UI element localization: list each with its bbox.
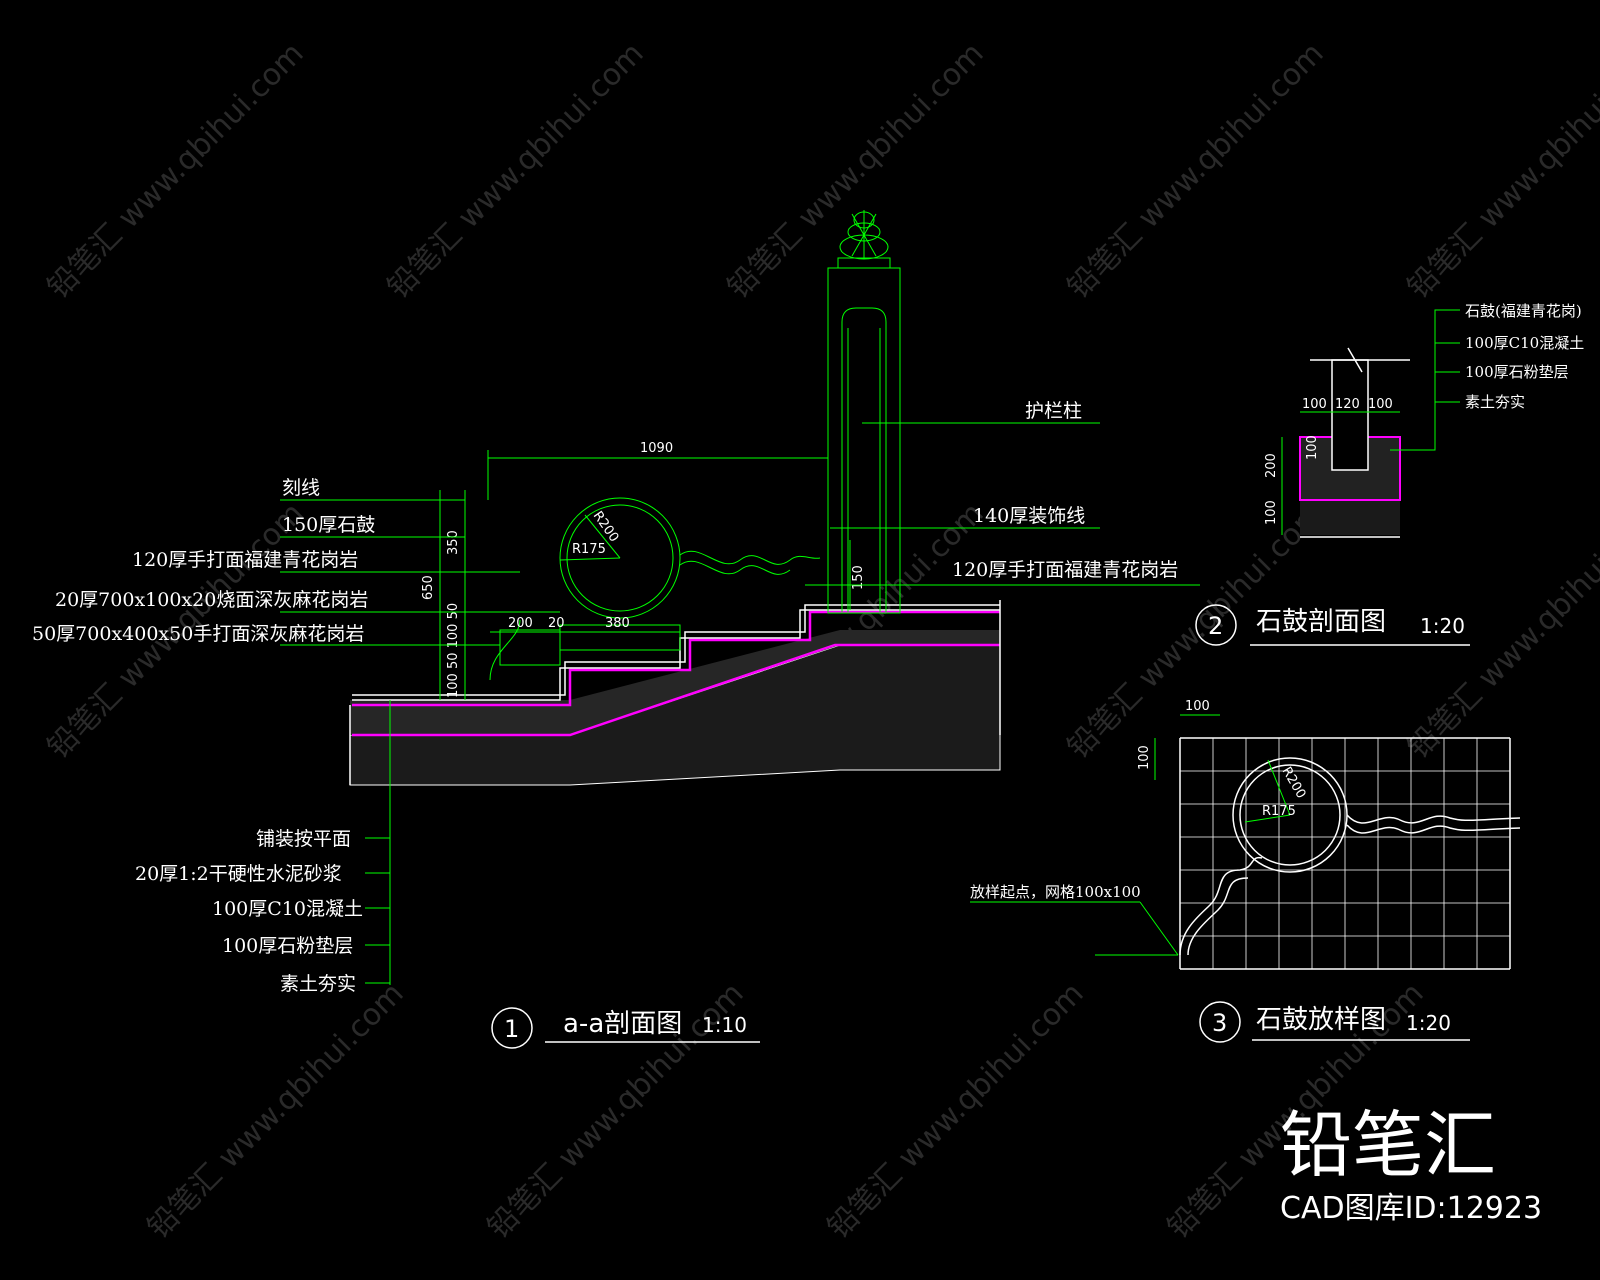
bottom-leaders <box>365 837 390 984</box>
title-2-name: 石鼓剖面图 <box>1256 607 1386 637</box>
d2-label-concrete: 100厚C10混凝土 <box>1465 334 1584 352</box>
mortar-layer-line <box>352 610 1000 707</box>
dim-650: 650 <box>421 575 436 600</box>
stone-drum-inner <box>566 504 674 612</box>
layout-grid <box>1179 737 1511 970</box>
d2-dim-100a: 100 <box>1302 397 1327 412</box>
d2-label-soil: 素土夯实 <box>1465 393 1525 411</box>
d2-leader-bundle <box>1390 309 1460 451</box>
label-compacted-soil: 素土夯实 <box>280 973 356 995</box>
watermark-tile: 铅笔汇 www.qbihui.com <box>1061 36 1331 306</box>
d3-start-note: 放样起点，网格100x100 <box>970 883 1141 901</box>
watermark-tile: 铅笔汇 www.qbihui.com <box>41 36 311 306</box>
d3-dim-r175: R175 <box>1262 804 1296 819</box>
left-leaders <box>280 499 560 646</box>
title-2-number: 2 <box>1208 612 1223 640</box>
label-120-granite-right: 120厚手打面福建青花岗岩 <box>952 559 1178 581</box>
d2-powder-fill <box>1300 500 1400 535</box>
wavy-decor-line <box>679 550 821 565</box>
label-20-granite: 20厚700x100x20烧面深灰麻花岗岩 <box>55 589 368 611</box>
stone-drum-outer <box>559 497 681 619</box>
dim-380: 380 <box>605 616 630 631</box>
label-120-granite: 120厚手打面福建青花岗岩 <box>132 549 358 571</box>
d3-dim-r200: R200 <box>1279 765 1309 802</box>
watermark-tile: 铅笔汇 www.qbihui.com <box>141 976 411 1246</box>
d2-label-drum: 石鼓(福建青花岗) <box>1465 302 1582 320</box>
d3-wavy-2 <box>1346 824 1521 834</box>
d2-label-powder: 100厚石粉垫层 <box>1465 363 1569 381</box>
column-finial <box>837 210 891 269</box>
title-2-scale: 1:20 <box>1420 614 1465 638</box>
drum-tail-curve <box>489 619 521 681</box>
dim-r175: R175 <box>572 542 606 557</box>
d3-tail-2 <box>1187 877 1249 956</box>
label-150-drum: 150厚石鼓 <box>282 514 375 536</box>
drawing-1-section: R200 R175 1090 650 350 100 5 <box>32 210 1200 1049</box>
d2-drum-stem <box>1331 359 1369 471</box>
d2-dim-100c: 100 <box>1305 435 1320 460</box>
label-140-decor: 140厚装饰线 <box>973 505 1085 527</box>
column-panel-inner <box>847 328 881 612</box>
label-stone-powder: 100厚石粉垫层 <box>222 935 353 957</box>
d3-tail <box>1179 856 1263 956</box>
title-3-scale: 1:20 <box>1406 1011 1451 1035</box>
radius-line-2 <box>559 557 621 561</box>
label-guard-column: 护栏柱 <box>1025 400 1082 422</box>
d3-dim-100w: 100 <box>1185 699 1210 714</box>
label-50-granite: 50厚700x400x50手打面深灰麻花岗岩 <box>32 623 364 645</box>
title-3-name: 石鼓放样图 <box>1256 1005 1386 1035</box>
watermark-brand: 铅笔汇 <box>1280 1103 1496 1187</box>
title-3-number: 3 <box>1212 1009 1227 1037</box>
d2-break-line <box>1310 347 1410 373</box>
drum-side-block <box>499 629 561 666</box>
d2-dim-120: 120 <box>1335 397 1360 412</box>
title-1-number: 1 <box>504 1015 519 1043</box>
d3-radius <box>1267 759 1291 816</box>
d2-dim-100b: 100 <box>1368 397 1393 412</box>
label-concrete: 100厚C10混凝土 <box>212 898 363 920</box>
watermark-tile: 铅笔汇 www.qbihui.com <box>821 976 1091 1246</box>
watermark-id: CAD图库ID:12923 <box>1280 1191 1542 1226</box>
steps-inner <box>352 609 1000 701</box>
drawing-2-section: 100 120 100 100 200 100 石鼓(福建青花岗) 100厚C1… <box>1195 302 1584 646</box>
title-2-circle <box>1195 604 1237 646</box>
guard-column <box>827 267 901 614</box>
watermark-tile: 铅笔汇 www.qbihui.com <box>381 36 651 306</box>
d2-dim-100: 100 <box>1264 500 1279 525</box>
dim-20: 20 <box>548 616 565 631</box>
title-1-circle <box>491 1007 533 1049</box>
watermark-tile: 铅笔汇 www.qbihui.com <box>721 36 991 306</box>
dim-1090: 1090 <box>640 441 673 456</box>
title-1-name: a-a剖面图 <box>563 1009 682 1039</box>
d3-note-leader-diag <box>1139 901 1179 956</box>
label-paving: 铺装按平面 <box>256 828 351 850</box>
title-3-circle <box>1199 1001 1241 1043</box>
label-mortar: 20厚1:2干硬性水泥砂浆 <box>135 863 342 885</box>
dim-350: 350 <box>446 530 461 555</box>
radius-line <box>584 514 621 559</box>
dim-200: 200 <box>508 616 533 631</box>
label-carved-line: 刻线 <box>282 477 320 499</box>
concrete-layer-line <box>352 643 1000 737</box>
wavy-decor-line-2 <box>679 560 791 575</box>
d3-radius-2 <box>1244 814 1291 823</box>
watermark-tile: 铅笔汇 www.qbihui.com <box>1401 36 1600 306</box>
d3-dim-100h: 100 <box>1137 745 1152 770</box>
d3-wavy <box>1346 814 1521 824</box>
title-1-scale: 1:10 <box>702 1013 747 1037</box>
drawing-3-layout: R200 R175 100 100 放样起点，网格100x100 3 石鼓放样图… <box>970 699 1521 1043</box>
d2-dim-200: 200 <box>1264 453 1279 478</box>
dim-150: 150 <box>851 565 866 590</box>
column-panel <box>841 307 887 612</box>
dim-stack: 100 50 100 50 <box>446 603 461 698</box>
d3-drum-inner <box>1239 764 1341 866</box>
